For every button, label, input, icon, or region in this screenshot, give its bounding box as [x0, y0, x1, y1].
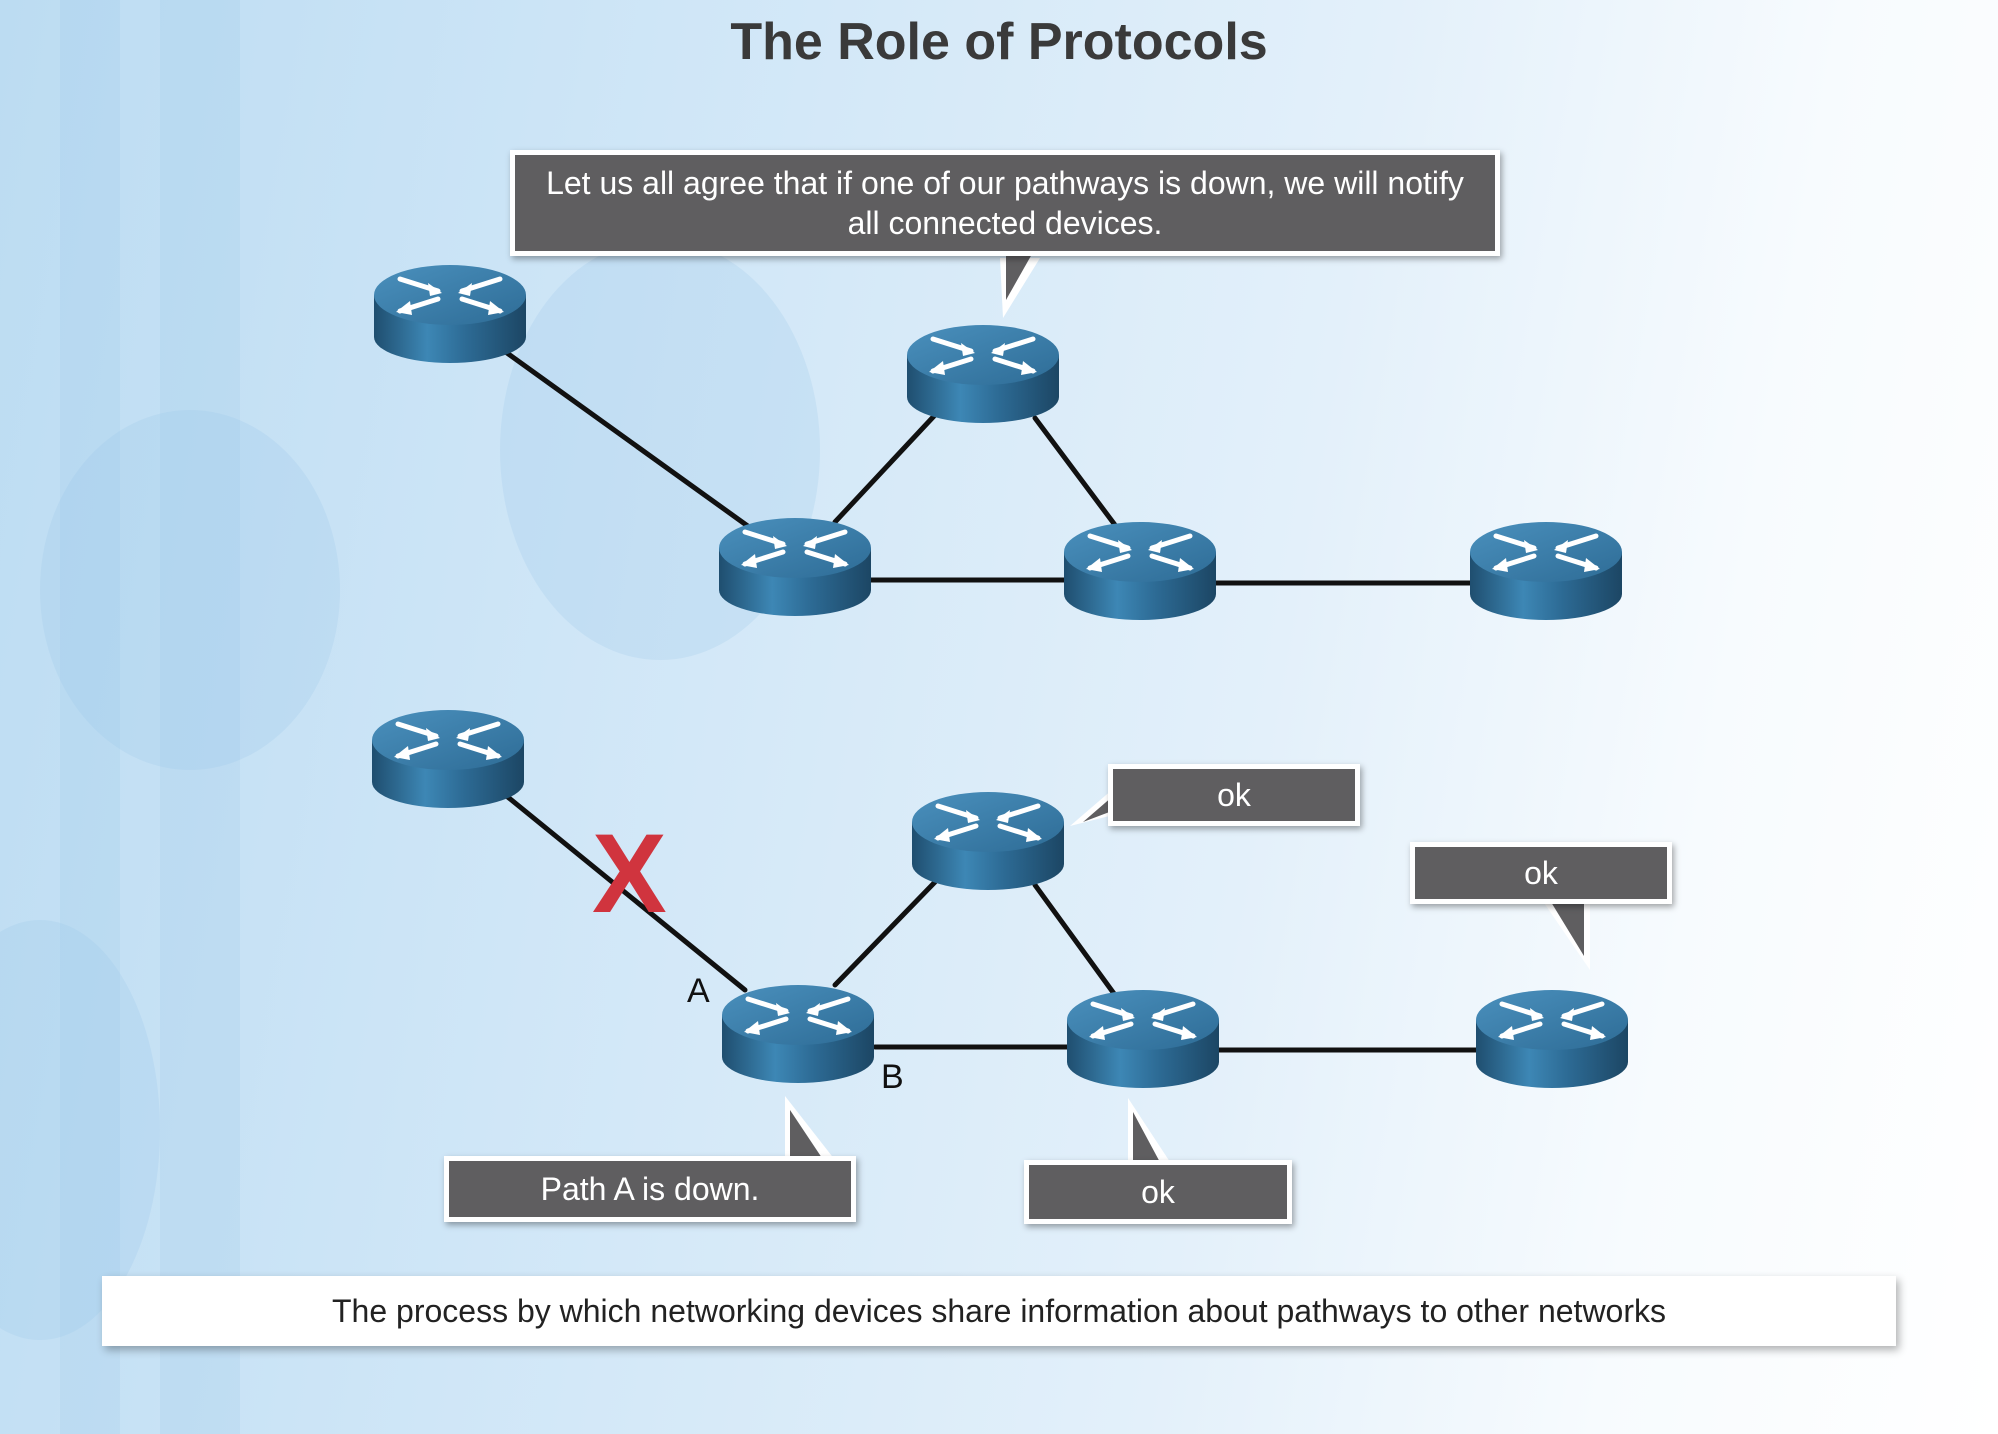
router-icon	[719, 518, 871, 616]
router-icon	[1470, 522, 1622, 620]
bubble-path-down-text: Path A is down.	[540, 1171, 760, 1207]
failure-marker: X	[592, 811, 667, 936]
bubble-ok-right: ok	[1410, 842, 1672, 904]
router-icon	[372, 710, 524, 808]
bubble-ok-bottom: ok	[1024, 1160, 1292, 1224]
router-icon	[1067, 990, 1219, 1088]
path-label-a: A	[687, 972, 710, 1010]
background-stripe	[60, 0, 120, 1434]
caption-text: The process by which networking devices …	[331, 1292, 1666, 1329]
router-icon	[1064, 522, 1216, 620]
top-network-routers	[374, 265, 1622, 620]
bubble-agreement: Let us all agree that if one of our path…	[510, 150, 1500, 256]
bubble-ok-right-text: ok	[1524, 855, 1558, 891]
caption-box: The process by which networking devices …	[102, 1276, 1896, 1346]
router-icon	[722, 985, 874, 1083]
bubble-tail	[1551, 902, 1584, 956]
link	[1032, 415, 1118, 528]
link	[1032, 882, 1118, 998]
bubble-tail	[1133, 1112, 1162, 1166]
bubble-ok-top: ok	[1108, 764, 1360, 826]
link	[832, 412, 938, 525]
page-title: The Role of Protocols	[730, 13, 1268, 71]
bubble-tail	[790, 1110, 826, 1164]
background-stripe	[160, 0, 240, 1434]
router-icon	[1476, 990, 1628, 1088]
bubble-ok-bottom-text: ok	[1141, 1174, 1175, 1210]
bubble-agreement-text: Let us all agree that if one of our path…	[546, 165, 1464, 241]
bubble-path-down: Path A is down.	[444, 1156, 856, 1222]
bubble-ok-top-text: ok	[1217, 777, 1251, 813]
router-icon	[374, 265, 526, 363]
router-icon	[907, 325, 1059, 423]
router-icon	[912, 792, 1064, 890]
link	[832, 879, 938, 988]
bottom-network-links	[447, 747, 1481, 1053]
background-circle	[40, 410, 340, 770]
bubble-tail	[1006, 254, 1032, 300]
path-label-b: B	[881, 1058, 904, 1096]
